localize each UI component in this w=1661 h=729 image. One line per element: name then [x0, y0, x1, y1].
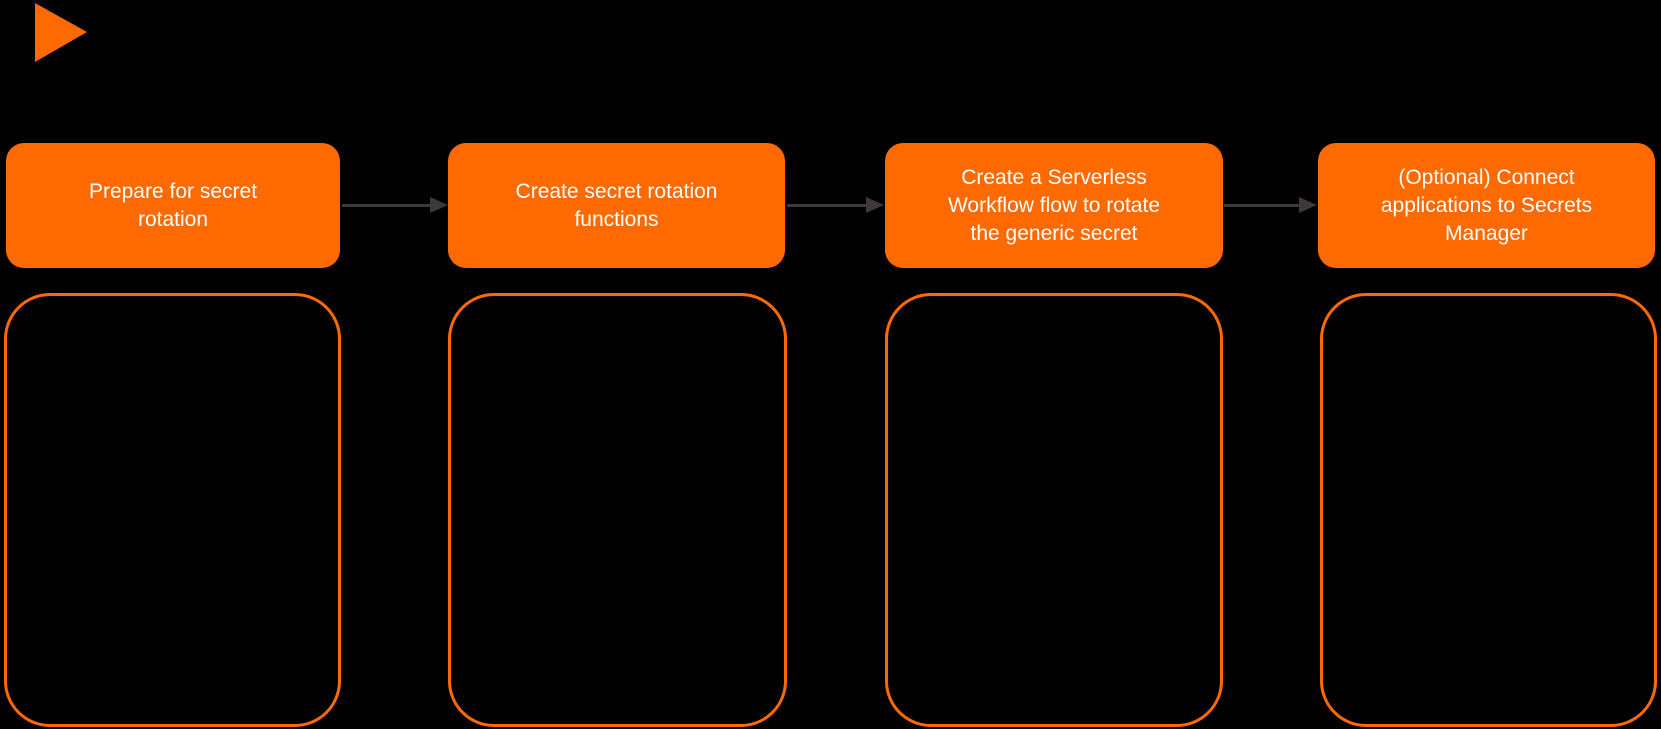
flow-arrow-2-head-icon: [866, 197, 884, 213]
step-card-connect-applications[interactable]: (Optional) Connect applications to Secre…: [1318, 143, 1655, 268]
step-card-create-rotation-functions[interactable]: Create secret rotation functions: [448, 143, 785, 268]
step-label-line: functions: [574, 207, 659, 231]
step-label-line: Create secret rotation: [515, 179, 718, 203]
detail-panel-3: [885, 293, 1223, 727]
step-card-create-workflow-flow[interactable]: Create a Serverless Workflow flow to rot…: [885, 143, 1223, 268]
play-triangle-icon: [35, 3, 87, 62]
flow-arrow-2-line: [787, 204, 868, 207]
step-label-line: Workflow flow to rotate: [947, 193, 1161, 217]
step-label-line: Create a Serverless: [961, 165, 1147, 189]
step-label-line: (Optional) Connect: [1398, 165, 1575, 189]
step-label-line: Manager: [1445, 221, 1528, 245]
detail-panel-1: [4, 293, 341, 727]
detail-panel-2: [448, 293, 787, 727]
step-card-prepare-rotation[interactable]: Prepare for secret rotation: [6, 143, 340, 268]
step-label-line: applications to Secrets: [1380, 193, 1593, 217]
flow-arrow-1-line: [342, 204, 432, 207]
flow-arrow-3-head-icon: [1299, 197, 1317, 213]
detail-panel-4: [1320, 293, 1657, 727]
flow-arrow-1-head-icon: [430, 197, 448, 213]
flow-arrow-3-line: [1224, 204, 1301, 207]
step-label-line: the generic secret: [970, 221, 1138, 245]
step-label-line: rotation: [137, 207, 209, 231]
step-label-line: Prepare for secret: [88, 179, 258, 203]
